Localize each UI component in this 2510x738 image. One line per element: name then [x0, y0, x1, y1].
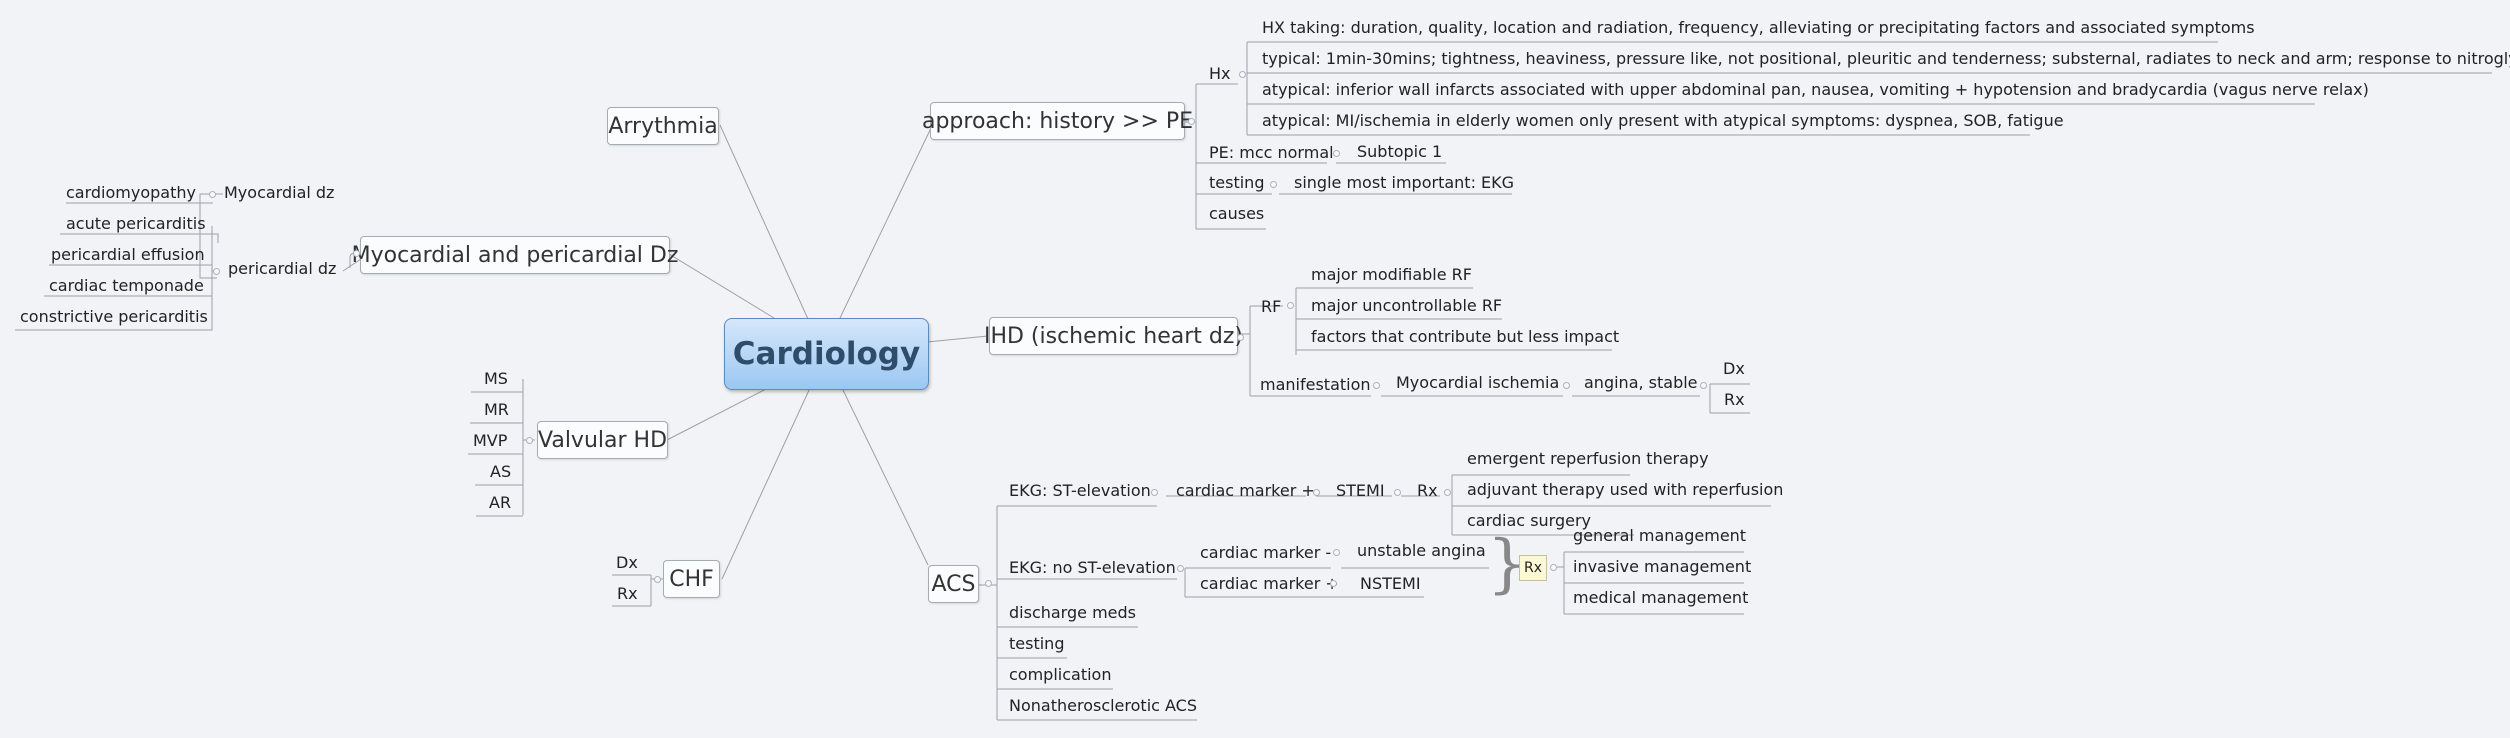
- manifestation-label[interactable]: manifestation: [1260, 375, 1371, 394]
- testing-subtopic[interactable]: single most important: EKG: [1294, 173, 1515, 192]
- collapse-dot[interactable]: [526, 437, 533, 444]
- rf-item[interactable]: major uncontrollable RF: [1311, 296, 1503, 315]
- hx-item[interactable]: atypical: inferior wall infarcts associa…: [1262, 80, 2369, 99]
- valve-item[interactable]: MR: [484, 400, 509, 419]
- collapse-dot[interactable]: [654, 576, 661, 583]
- unstable-angina-label[interactable]: unstable angina: [1357, 541, 1486, 560]
- collapse-dot[interactable]: [1563, 382, 1570, 389]
- pericardial-item[interactable]: acute pericarditis: [66, 214, 206, 233]
- collapse-dot[interactable]: [1237, 334, 1244, 341]
- pericardial-item[interactable]: pericardial effusion: [51, 245, 205, 264]
- ste-rx-item[interactable]: adjuvant therapy used with reperfusion: [1467, 480, 1784, 499]
- hx-label[interactable]: Hx: [1209, 64, 1231, 83]
- myocardial-dz-label[interactable]: Myocardial dz: [224, 183, 335, 202]
- collapse-dot[interactable]: [353, 250, 360, 257]
- ste-rx-label[interactable]: Rx: [1417, 481, 1438, 500]
- ischemia-label[interactable]: Myocardial ischemia: [1396, 373, 1560, 392]
- collapse-dot[interactable]: [985, 580, 992, 587]
- pe-label[interactable]: PE: mcc normal: [1209, 143, 1334, 162]
- valve-item[interactable]: MVP: [473, 431, 508, 450]
- collapse-dot[interactable]: [1394, 489, 1401, 496]
- rx-item[interactable]: general management: [1573, 526, 1747, 545]
- rf-item[interactable]: factors that contribute but less impact: [1311, 327, 1620, 346]
- valve-item[interactable]: MS: [484, 369, 508, 388]
- rx-item[interactable]: invasive management: [1573, 557, 1752, 576]
- valve-item[interactable]: AS: [490, 462, 512, 481]
- pericardial-dz-label[interactable]: pericardial dz: [228, 259, 337, 278]
- valve-item[interactable]: AR: [489, 493, 512, 512]
- pericardial-item[interactable]: constrictive pericarditis: [20, 307, 208, 326]
- topic-approach[interactable]: approach: history >> PE: [922, 102, 1193, 140]
- marker-pos-label[interactable]: cardiac marker +: [1200, 574, 1339, 593]
- acs-other-item[interactable]: discharge meds: [1009, 603, 1136, 622]
- causes-label[interactable]: causes: [1209, 204, 1265, 223]
- collapse-dot[interactable]: [1151, 489, 1158, 496]
- collapse-dot[interactable]: [1313, 489, 1320, 496]
- collapse-dot[interactable]: [1270, 181, 1277, 188]
- noste-label[interactable]: EKG: no ST-elevation: [1009, 558, 1176, 577]
- angina-item[interactable]: Rx: [1724, 390, 1745, 409]
- pericardial-item[interactable]: cardiac temponade: [49, 276, 204, 295]
- rx-node[interactable]: Rx: [1519, 555, 1547, 581]
- collapse-dot[interactable]: [209, 191, 216, 198]
- collapse-dot[interactable]: [1700, 382, 1707, 389]
- ste-marker-label[interactable]: cardiac marker +: [1176, 481, 1315, 500]
- ste-label[interactable]: EKG: ST-elevation: [1009, 481, 1151, 500]
- collapse-dot[interactable]: [1333, 549, 1340, 556]
- cardiomyopathy-label[interactable]: cardiomyopathy: [66, 183, 196, 202]
- nstemi-label[interactable]: NSTEMI: [1360, 574, 1421, 593]
- collapse-dot[interactable]: [1333, 150, 1340, 157]
- rf-item[interactable]: major modifiable RF: [1311, 265, 1472, 284]
- hx-item[interactable]: typical: 1min-30mins; tightness, heavine…: [1262, 49, 2510, 68]
- topic-arrythmia[interactable]: Arrythmia: [607, 107, 719, 145]
- pe-subtopic[interactable]: Subtopic 1: [1357, 142, 1443, 161]
- collapse-dot[interactable]: [1550, 564, 1557, 571]
- collapse-dot[interactable]: [1287, 302, 1294, 309]
- testing-label[interactable]: testing: [1209, 173, 1265, 192]
- angina-item[interactable]: Dx: [1723, 359, 1745, 378]
- collapse-dot[interactable]: [1239, 71, 1246, 78]
- rx-item[interactable]: medical management: [1573, 588, 1749, 607]
- topic-chf[interactable]: CHF: [663, 560, 720, 598]
- ste-rx-item[interactable]: cardiac surgery: [1467, 511, 1592, 530]
- marker-neg-label[interactable]: cardiac marker -: [1200, 543, 1332, 562]
- collapse-dot[interactable]: [1444, 489, 1451, 496]
- collapse-dot[interactable]: [213, 268, 220, 275]
- central-topic[interactable]: Cardiology: [724, 318, 929, 390]
- acs-other-item[interactable]: Nonatherosclerotic ACS: [1009, 696, 1198, 715]
- chf-item[interactable]: Rx: [617, 584, 638, 603]
- topic-myocardial-pericardial[interactable]: Myocardial and pericardial Dz: [352, 236, 678, 274]
- collapse-dot[interactable]: [1188, 118, 1195, 125]
- ste-rx-item[interactable]: emergent reperfusion therapy: [1467, 449, 1709, 468]
- chf-item[interactable]: Dx: [616, 553, 638, 572]
- hx-item[interactable]: atypical: MI/ischemia in elderly women o…: [1262, 111, 2064, 130]
- collapse-dot[interactable]: [1373, 382, 1380, 389]
- acs-other-item[interactable]: complication: [1009, 665, 1112, 684]
- angina-stable-label[interactable]: angina, stable: [1584, 373, 1698, 392]
- collapse-dot[interactable]: [1177, 565, 1184, 572]
- hx-item[interactable]: HX taking: duration, quality, location a…: [1262, 18, 2255, 37]
- acs-other-item[interactable]: testing: [1009, 634, 1065, 653]
- stemi-label[interactable]: STEMI: [1336, 481, 1385, 500]
- rf-label[interactable]: RF: [1261, 297, 1282, 316]
- topic-ihd[interactable]: IHD (ischemic heart dz): [984, 317, 1243, 355]
- collapse-dot[interactable]: [1330, 580, 1337, 587]
- topic-acs[interactable]: ACS: [928, 565, 979, 603]
- topic-valvular-hd[interactable]: Valvular HD: [537, 421, 668, 459]
